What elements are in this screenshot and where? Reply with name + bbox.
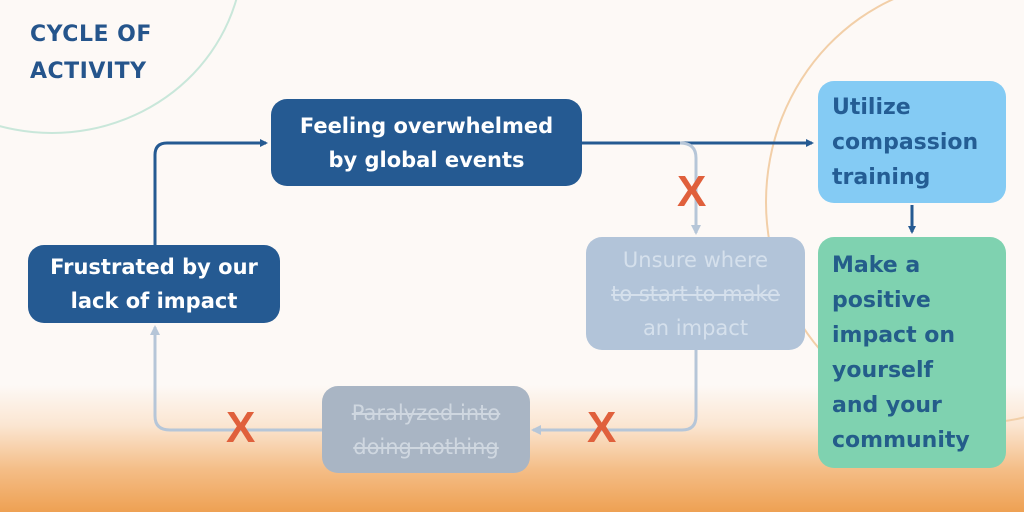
- node-text: yourself: [832, 357, 934, 383]
- node-text-struck: to start to make: [611, 281, 780, 306]
- node-positive-impact: Make a positive impact on yourself and y…: [818, 237, 1006, 468]
- node-text: impact on: [832, 322, 956, 348]
- cross-icon: X: [226, 403, 256, 452]
- node-text: community: [832, 427, 970, 453]
- node-text: Utilize: [832, 94, 911, 120]
- arrow-frustrated-to-overwhelmed: [153, 139, 268, 245]
- node-text: and your: [832, 392, 942, 418]
- cross-icon: X: [677, 167, 707, 216]
- arrow-unsure-to-paralyzed: [531, 350, 698, 435]
- page-title: CYCLE OF ACTIVITY: [30, 16, 190, 90]
- node-text: Unsure where: [622, 247, 769, 272]
- node-text: training: [832, 164, 931, 190]
- node-text: Make a: [832, 252, 921, 278]
- node-overwhelmed: Feeling overwhelmed by global events: [271, 99, 582, 186]
- title-line-2: ACTIVITY: [30, 59, 147, 84]
- node-frustrated: Frustrated by our lack of impact: [28, 245, 280, 323]
- node-text: compassion: [832, 129, 979, 155]
- node-text: lack of impact: [70, 289, 238, 313]
- node-text: by global events: [328, 147, 525, 172]
- title-line-1: CYCLE OF: [30, 22, 152, 47]
- node-text: Feeling overwhelmed: [299, 113, 554, 138]
- node-text-struck: Paralyzed into: [351, 400, 501, 425]
- arrow-overwhelmed-to-unsure: [679, 141, 701, 235]
- node-text: an impact: [642, 315, 749, 340]
- node-text: Frustrated by our: [50, 255, 258, 279]
- node-unsure: Unsure where to start to make an impact: [586, 237, 805, 350]
- cross-icon: X: [587, 403, 617, 452]
- node-text: positive: [832, 287, 931, 313]
- arrow-paralyzed-to-frustrated: [150, 325, 322, 432]
- node-paralyzed: Paralyzed into doing nothing: [322, 386, 530, 473]
- node-text-struck: doing nothing: [353, 434, 499, 459]
- node-compassion-training: Utilize compassion training: [818, 81, 1006, 203]
